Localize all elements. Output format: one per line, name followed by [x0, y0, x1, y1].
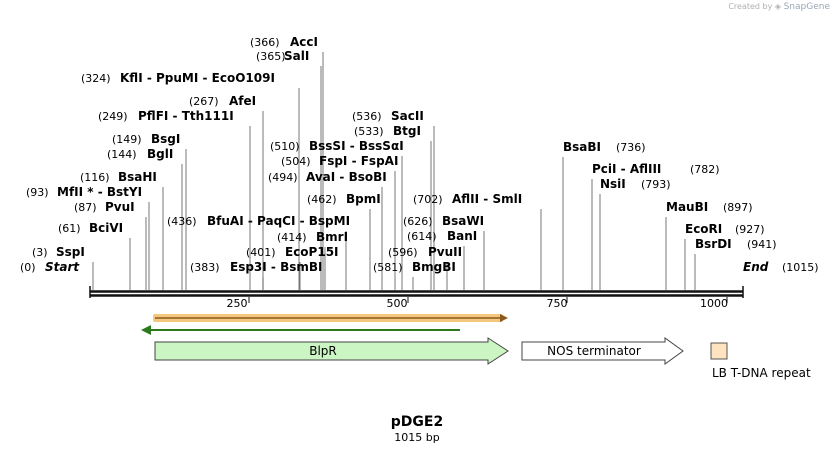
- site-lines: [92, 52, 696, 290]
- tick-label-750: 750: [547, 297, 568, 310]
- feature-nos-label: NOS terminator: [547, 344, 641, 358]
- site-name-aflii[interactable]: AflII - SmlI: [452, 192, 522, 206]
- site-name-sali[interactable]: SalI: [284, 49, 309, 63]
- plasmid-size: 1015 bp: [394, 431, 440, 444]
- site-position-esp3i: (383): [190, 261, 220, 274]
- site-name-sacii[interactable]: SacII: [391, 109, 424, 123]
- tick-label-500: 500: [387, 297, 408, 310]
- site-name-bfuai[interactable]: BfuAI - PaqCI - BspMI: [207, 214, 350, 228]
- site-name-pcii[interactable]: PciI - AflIII: [592, 162, 661, 176]
- site-position-nsii: (793): [641, 178, 671, 191]
- site-name-pvuii[interactable]: PvuII: [428, 245, 462, 259]
- backbone: [89, 286, 744, 298]
- site-name-mfii[interactable]: MfII * - BstYI: [57, 185, 142, 199]
- site-name-ecori[interactable]: EcoRI: [685, 222, 722, 236]
- feature-lb-repeat[interactable]: LB T-DNA repeat: [710, 342, 811, 380]
- site-name-esp3i[interactable]: Esp3I - BsmBI: [230, 260, 322, 274]
- site-position-bcivi: (61): [58, 222, 81, 235]
- site-name-bgli[interactable]: BglI: [147, 147, 173, 161]
- site-position-ecori: (927): [735, 223, 765, 236]
- site-name-fspi[interactable]: FspI - FspAI: [319, 154, 398, 168]
- end-position: (1015): [782, 261, 819, 274]
- site-name-sspi[interactable]: SspI: [56, 245, 85, 259]
- site-name-bsrdi[interactable]: BsrDI: [695, 237, 732, 251]
- site-position-bsrdi: (941): [747, 238, 777, 251]
- site-position-bsssi: (510): [270, 140, 300, 153]
- site-position-pvuii: (596): [388, 246, 418, 259]
- orf-bar[interactable]: [153, 314, 508, 322]
- site-position-afei: (267): [189, 95, 219, 108]
- feature-blpr[interactable]: BlpR: [154, 337, 509, 365]
- site-position-fspi: (504): [281, 155, 311, 168]
- site-name-avai[interactable]: AvaI - BsoBI: [306, 170, 387, 184]
- site-position-maubi: (897): [723, 201, 753, 214]
- site-position-bsawi: (626): [403, 215, 433, 228]
- site-position-bsahi: (116): [80, 171, 110, 184]
- site-name-bpmi[interactable]: BpmI: [346, 192, 381, 206]
- site-name-kfli[interactable]: KflI - PpuMI - EcoO109I: [120, 71, 275, 85]
- site-name-maubi[interactable]: MauBI: [666, 200, 708, 214]
- site-position-bmri: (414): [277, 231, 307, 244]
- start-position: (0): [20, 261, 36, 274]
- site-name-pvui[interactable]: PvuI: [105, 200, 135, 214]
- site-position-kfli: (324): [81, 72, 111, 85]
- site-name-bmgbi[interactable]: BmgBI: [412, 260, 456, 274]
- tick-label-250: 250: [227, 297, 248, 310]
- site-position-pflfi: (249): [98, 110, 128, 123]
- site-position-acci: (366): [250, 36, 280, 49]
- site-position-bfuai: (436): [167, 215, 197, 228]
- site-name-bsabi[interactable]: BsaBI: [563, 140, 601, 154]
- snapgene-icon: ◈: [774, 2, 782, 11]
- site-position-bani: (614): [407, 230, 437, 243]
- site-name-bsawi[interactable]: BsaWI: [442, 214, 484, 228]
- site-position-bmgbi: (581): [373, 261, 403, 274]
- site-position-bsgi: (149): [112, 133, 142, 146]
- site-position-avai: (494): [268, 171, 298, 184]
- site-name-bsgi[interactable]: BsgI: [151, 132, 180, 146]
- watermark-brand: SnapGene: [783, 2, 830, 12]
- site-position-mfii: (93): [26, 186, 49, 199]
- blpr-orf-arrow[interactable]: [141, 325, 460, 335]
- site-name-ecop15i[interactable]: EcoP15I: [285, 245, 339, 259]
- tick-label-1000: 1000: [700, 297, 728, 310]
- site-name-bsssi[interactable]: BssSI - BssSαI: [309, 139, 404, 153]
- site-name-acci[interactable]: AccI: [290, 35, 318, 49]
- site-position-bpmi: (462): [307, 193, 337, 206]
- site-position-ecop15i: (401): [246, 246, 276, 259]
- site-position-aflii: (702): [413, 193, 443, 206]
- site-position-sali: (365): [256, 50, 286, 63]
- site-position-bsabi: (736): [616, 141, 646, 154]
- start-label: Start: [45, 260, 80, 274]
- watermark: Created by ◈ SnapGene: [728, 2, 830, 12]
- feature-blpr-label: BlpR: [309, 344, 337, 358]
- site-name-afei[interactable]: AfeI: [229, 94, 256, 108]
- end-label: End: [743, 260, 769, 274]
- site-name-bsahi[interactable]: BsaHI: [118, 170, 157, 184]
- site-position-pcii: (782): [690, 163, 720, 176]
- site-labels: (3) SspI (61) BciVI (87) PvuI (93) MfII * - Bst…: [26, 35, 777, 274]
- site-name-bcivi[interactable]: BciVI: [89, 221, 123, 235]
- ruler: 250 500 750 1000: [227, 297, 728, 310]
- feature-nos-terminator[interactable]: NOS terminator: [521, 337, 684, 365]
- site-name-bani[interactable]: BanI: [447, 229, 477, 243]
- site-name-nsii[interactable]: NsiI: [600, 177, 626, 191]
- plasmid-name: pDGE2: [390, 414, 444, 430]
- site-position-sspi: (3): [32, 246, 48, 259]
- site-position-pvui: (87): [74, 201, 97, 214]
- site-name-btgi[interactable]: BtgI: [393, 124, 421, 138]
- watermark-prefix: Created by: [728, 2, 773, 11]
- site-name-bmri[interactable]: BmrI: [316, 230, 348, 244]
- site-position-sacii: (536): [352, 110, 382, 123]
- site-position-btgi: (533): [354, 125, 384, 138]
- site-name-pflfi[interactable]: PflFI - Tth111I: [138, 109, 234, 123]
- site-position-bgli: (144): [107, 148, 137, 161]
- feature-lb-label: LB T-DNA repeat: [712, 366, 811, 380]
